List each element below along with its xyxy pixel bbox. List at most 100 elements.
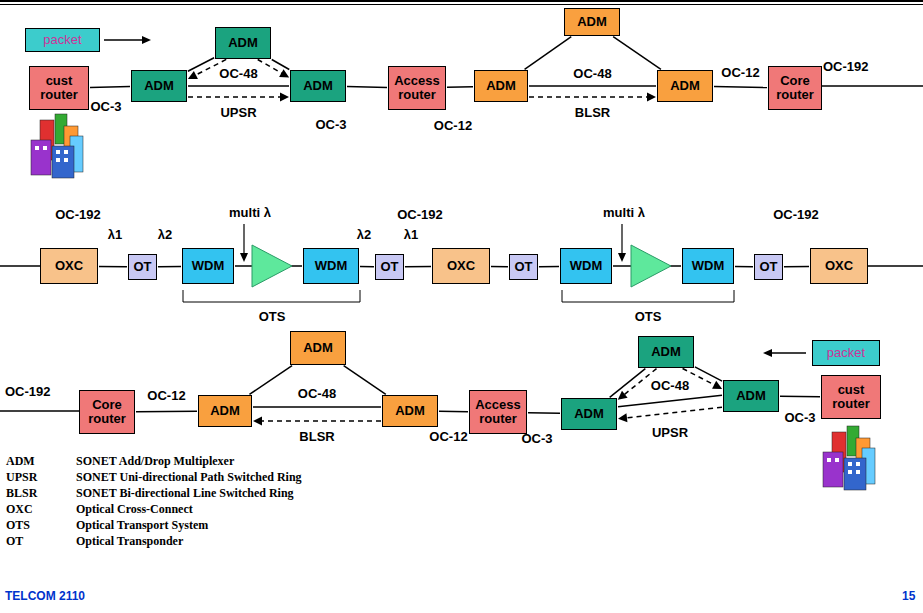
span-label: OTS (259, 310, 286, 325)
box-label: Core router (772, 74, 818, 103)
link-line (253, 407, 381, 408)
legend-definition: Optical Cross-Connect (76, 503, 193, 517)
wavelength-label: λ2 (158, 228, 172, 243)
flow-arrow (771, 352, 806, 354)
link-stroke (780, 396, 820, 398)
arrow-head (618, 391, 628, 400)
box-label: OXC (55, 259, 83, 273)
box-label: ADM (577, 15, 607, 29)
link-stroke (249, 366, 292, 395)
link-label: UPSR (220, 106, 256, 121)
link-line (272, 59, 289, 69)
link-stroke (528, 412, 560, 414)
link-stroke (613, 37, 661, 70)
link-stroke (188, 96, 281, 98)
wdm-box: WDM (182, 248, 234, 284)
wavelength-label: λ2 (357, 228, 371, 243)
rate-label: OC-192 (773, 208, 819, 223)
box-label: OT (759, 260, 777, 274)
box-label: OXC (447, 259, 475, 273)
link-stroke (529, 85, 656, 87)
arrow-head (279, 69, 289, 77)
arrow-head (712, 381, 722, 389)
legend-term: OTS (6, 519, 30, 533)
link-line (528, 412, 560, 414)
link-line (360, 266, 374, 267)
box-label: WDM (570, 259, 603, 273)
header-rule (0, 0, 923, 2)
link-stroke (491, 266, 508, 268)
link-stroke (695, 367, 722, 381)
link-line (539, 266, 559, 267)
link-line (491, 266, 508, 267)
adm-box: ADM (290, 70, 346, 102)
link-stroke (136, 410, 197, 412)
adm-box: ADM (474, 70, 528, 102)
transponder-box: OT (754, 254, 783, 280)
box-label: WDM (315, 259, 348, 273)
link-line (618, 395, 722, 407)
arrow-head (142, 36, 151, 44)
link-line (780, 396, 820, 397)
legend-definition: SONET Add/Drop Multiplexer (76, 455, 234, 469)
link-stroke (525, 37, 572, 70)
box-label: Core router (83, 398, 131, 427)
wdm-box: WDM (303, 248, 359, 284)
box-label: ADM (210, 404, 240, 418)
arrow-head (618, 413, 627, 422)
box-label: Access router (392, 74, 442, 103)
wdm-box: WDM (682, 248, 734, 284)
link-stroke (188, 85, 289, 87)
flow-arrow (104, 39, 143, 41)
link-stroke (272, 59, 289, 69)
link-stroke (253, 406, 381, 408)
link-line (447, 86, 473, 88)
box-label: ADM (651, 345, 681, 359)
arrow-head (280, 93, 289, 102)
link-line (405, 266, 431, 267)
page-number: 15 (902, 590, 915, 604)
link-line (529, 86, 656, 87)
link-line (525, 37, 572, 70)
adm-box: ADM (561, 398, 617, 430)
box-label: packet (827, 346, 865, 360)
pointer-arrow (243, 224, 244, 254)
link-line (618, 369, 657, 400)
adm-box: ADM (657, 70, 713, 102)
link-line (610, 369, 646, 398)
trunk-line (0, 410, 88, 412)
link-label: OC-3 (315, 118, 346, 133)
rate-label: OC-192 (397, 208, 443, 223)
link-line (714, 86, 767, 88)
link-stroke (539, 266, 559, 268)
adm-box: ADM (131, 70, 187, 102)
packet-box: packet (812, 340, 880, 366)
link-stroke (735, 266, 753, 268)
link-line (784, 266, 809, 267)
link-stroke (439, 411, 468, 413)
link-line (695, 367, 722, 381)
packet-box: packet (25, 28, 100, 52)
box-label: OT (133, 260, 151, 274)
box-label: ADM (228, 36, 258, 50)
arrow-head (253, 417, 262, 426)
box-label: OXC (825, 259, 853, 273)
legend-term: BLSR (6, 487, 37, 501)
link-label: UPSR (652, 426, 688, 441)
adm-box: ADM (382, 395, 438, 427)
link-stroke (610, 369, 646, 398)
link-label: OC-3 (90, 100, 121, 115)
link-line (99, 266, 127, 267)
link-stroke (261, 420, 381, 422)
cross-connect-box: OXC (40, 248, 98, 284)
link-line (188, 93, 289, 102)
box-label: ADM (303, 341, 333, 355)
router-box: Access router (388, 66, 446, 110)
box-label: ADM (395, 404, 425, 418)
adm-box: ADM (638, 336, 694, 368)
callout-text: multi λ (603, 206, 645, 221)
box-label: WDM (192, 259, 225, 273)
box-label: packet (43, 33, 81, 47)
box-label: cust router (33, 74, 85, 103)
arrow-head (647, 93, 656, 102)
